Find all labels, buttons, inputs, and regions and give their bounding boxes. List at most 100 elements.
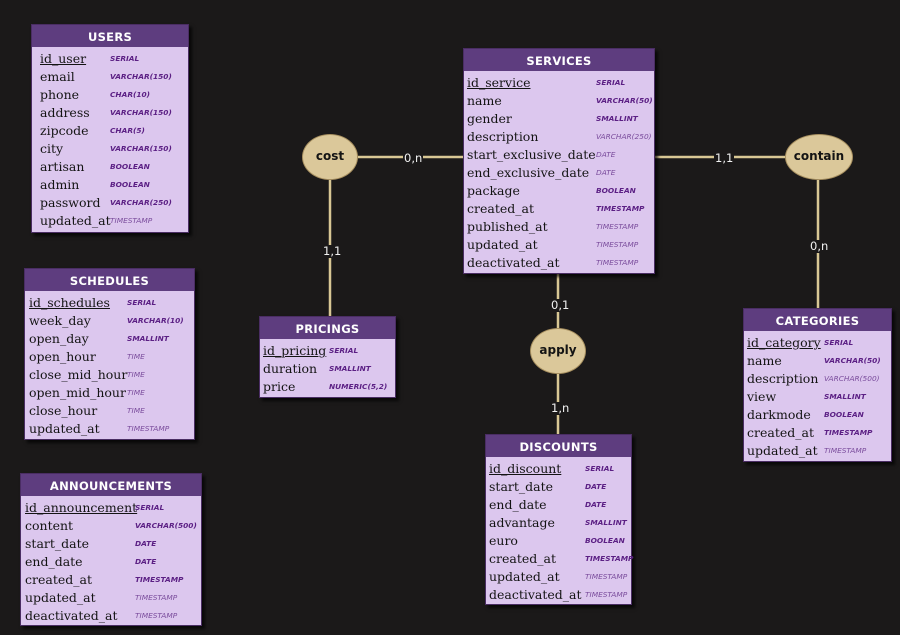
attribute-type: BOOLEAN <box>596 186 636 195</box>
attribute-type: TIMESTAMP <box>596 240 639 249</box>
attribute-row: start_date DATE <box>486 478 631 496</box>
attribute-name: close_mid_hour <box>29 367 128 382</box>
entity-discounts-title: DISCOUNTS <box>486 435 631 457</box>
attribute-name: password <box>40 195 101 210</box>
attribute-type: SERIAL <box>824 338 854 347</box>
attribute-name: price <box>263 379 296 394</box>
attribute-name: updated_at <box>489 569 560 584</box>
attribute-name: updated_at <box>40 213 111 228</box>
attribute-type: NUMERIC(5,2) <box>329 382 388 391</box>
entity-services-title: SERVICES <box>464 49 654 71</box>
cardinality-cost-pricings: 1,1 <box>322 244 343 258</box>
attribute-type: TIME <box>127 388 145 397</box>
attribute-name: updated_at <box>467 237 538 252</box>
attribute-type: SMALLINT <box>329 364 371 373</box>
entity-users-title: USERS <box>32 25 188 47</box>
attribute-name: updated_at <box>29 421 100 436</box>
entity-schedules-title: SCHEDULES <box>25 269 194 291</box>
attribute-row: city VARCHAR(150) <box>32 140 188 158</box>
association-apply[interactable]: apply <box>530 328 586 374</box>
attribute-name: start_date <box>489 479 554 494</box>
attribute-type: TIME <box>127 352 145 361</box>
primary-key-name: id_discount <box>489 461 562 476</box>
attribute-name: open_hour <box>29 349 96 364</box>
cardinality-contain-services: 1,1 <box>714 151 735 165</box>
cardinality-cost-services: 0,n <box>403 151 424 165</box>
attribute-type: DATE <box>585 482 607 491</box>
primary-key-name: id_user <box>40 51 87 66</box>
attribute-name: created_at <box>747 425 814 440</box>
association-contain[interactable]: contain <box>785 134 853 180</box>
attribute-row: id_discount SERIAL <box>486 460 631 478</box>
attribute-name: created_at <box>489 551 556 566</box>
attribute-name: open_mid_hour <box>29 385 126 400</box>
attribute-name: advantage <box>489 515 555 530</box>
attribute-type: SERIAL <box>110 54 140 63</box>
attribute-name: package <box>467 183 520 198</box>
attribute-type: VARCHAR(10) <box>127 316 184 325</box>
attribute-name: created_at <box>467 201 534 216</box>
entity-pricings-title: PRICINGS <box>260 317 395 339</box>
attribute-type: TIMESTAMP <box>596 204 645 213</box>
attribute-type: DATE <box>135 557 157 566</box>
attribute-name: darkmode <box>747 407 811 422</box>
association-cost[interactable]: cost <box>302 134 358 180</box>
attribute-type: TIMESTAMP <box>585 590 628 599</box>
attribute-type: TIME <box>127 370 145 379</box>
attribute-row: end_date DATE <box>21 553 201 571</box>
attribute-row: package BOOLEAN <box>464 182 654 200</box>
attribute-name: description <box>467 129 539 144</box>
entity-discounts[interactable]: DISCOUNTS id_discount SERIAL start_date DA… <box>485 434 633 605</box>
attribute-type: DATE <box>135 539 157 548</box>
attribute-name: end_date <box>25 554 83 569</box>
attribute-type: TIMESTAMP <box>135 593 178 602</box>
cardinality-apply-services: 0,1 <box>550 298 571 312</box>
attribute-type: TIMESTAMP <box>135 611 178 620</box>
attribute-name: phone <box>40 87 80 102</box>
attribute-type: SMALLINT <box>824 392 866 401</box>
attribute-name: created_at <box>25 572 92 587</box>
attribute-type: SERIAL <box>585 464 615 473</box>
cardinality-contain-categories: 0,n <box>809 239 830 253</box>
attribute-name: city <box>40 141 64 156</box>
attribute-type: BOOLEAN <box>110 180 150 189</box>
attribute-type: SMALLINT <box>127 334 169 343</box>
attribute-name: deactivated_at <box>467 255 560 270</box>
attribute-name: address <box>40 105 90 120</box>
attribute-name: euro <box>489 533 518 548</box>
attribute-type: CHAR(5) <box>110 126 145 135</box>
attribute-type: VARCHAR(150) <box>110 144 172 153</box>
cardinality-apply-discounts: 1,n <box>550 401 571 415</box>
